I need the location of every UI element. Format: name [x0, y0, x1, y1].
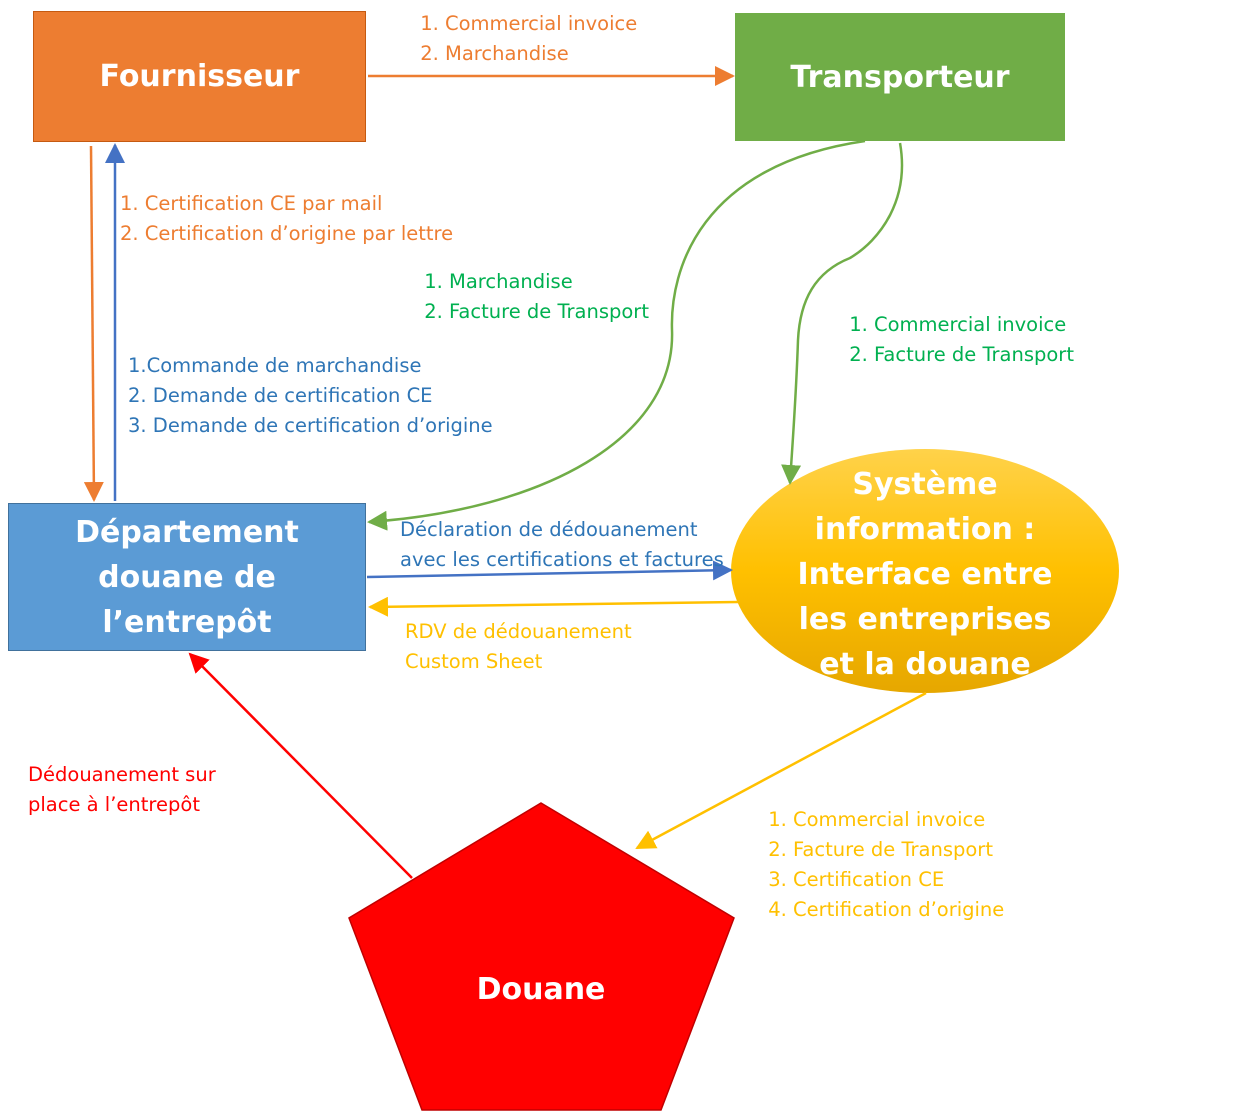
fournisseur-label: Fournisseur: [99, 59, 300, 94]
label-item: Marchandise: [445, 39, 637, 69]
arrow-transporteur-to-departement: [367, 139, 866, 531]
label-douane-to-departement: Dédouanement sur place à l’entrepôt: [28, 760, 216, 820]
label-systeme-to-departement: RDV de dédouanement Custom Sheet: [405, 617, 632, 677]
douane-node-shape: [348, 802, 735, 1111]
label-departement-to-fournisseur: 1.Commande de marchandise 2. Demande de …: [128, 351, 493, 441]
label-item: Certification CE: [793, 865, 1004, 895]
label-systeme-to-douane: Commercial invoice Facture de Transport …: [755, 805, 1004, 925]
label-item: Dédouanement sur: [28, 763, 216, 786]
systeme-label-line: et la douane: [819, 647, 1031, 682]
label-item: Déclaration de dédouanement: [400, 518, 698, 541]
arrow-douane-to-departement: [188, 652, 413, 879]
systeme-label-line: Interface entre: [797, 557, 1053, 592]
label-item: 1. Certification CE par mail: [120, 192, 383, 215]
label-item: RDV de dédouanement: [405, 620, 632, 643]
arrow-systeme-to-departement: [368, 596, 739, 617]
label-fournisseur-to-departement: 1. Certification CE par mail 2. Certific…: [120, 189, 453, 249]
arrow-systeme-to-douane: [635, 691, 927, 850]
label-item: place à l’entrepôt: [28, 793, 200, 816]
label-item: Commercial invoice: [874, 310, 1074, 340]
douane-node-label: Douane: [476, 972, 606, 1007]
departement-node: Département douane de l’entrepôt: [8, 503, 366, 651]
label-item: Commercial invoice: [445, 9, 637, 39]
label-transporteur-to-systeme: Commercial invoice Facture de Transport: [836, 310, 1074, 370]
systeme-node-shape: [731, 449, 1119, 693]
label-item: Commercial invoice: [793, 805, 1004, 835]
departement-label-line1: Département: [75, 514, 299, 550]
label-item: Marchandise: [449, 267, 649, 297]
systeme-label-line: les entreprises: [798, 602, 1052, 637]
label-item: Certification d’origine: [793, 895, 1004, 925]
label-item: Facture de Transport: [449, 297, 649, 327]
systeme-label-line: Système: [852, 467, 998, 502]
label-item: 3. Demande de certification d’origine: [128, 414, 493, 437]
label-departement-to-systeme: Déclaration de dédouanement avec les cer…: [400, 515, 724, 575]
systeme-node-label: Système information : Interface entre le…: [775, 462, 1075, 687]
label-fournisseur-to-transporteur: Commercial invoice Marchandise: [407, 9, 637, 69]
label-item: Facture de Transport: [793, 835, 1004, 865]
label-item: 2. Demande de certification CE: [128, 384, 433, 407]
arrow-departement-to-systeme: [366, 560, 733, 581]
systeme-label-line: information :: [814, 512, 1036, 547]
label-item: avec les certifications et factures: [400, 548, 724, 571]
transporteur-label: Transporteur: [790, 59, 1010, 95]
label-item: 2. Certification d’origine par lettre: [120, 222, 454, 245]
label-item: Custom Sheet: [405, 650, 543, 673]
label-item: Facture de Transport: [874, 340, 1074, 370]
departement-label-line2: douane de l’entrepôt: [98, 559, 276, 640]
arrow-fournisseur-to-departement: [83, 145, 104, 502]
arrow-transporteur-to-systeme: [781, 142, 904, 485]
label-transporteur-to-departement: Marchandise Facture de Transport: [411, 267, 649, 327]
label-item: 1.Commande de marchandise: [128, 354, 422, 377]
transporteur-node: Transporteur: [735, 13, 1065, 141]
fournisseur-node: Fournisseur: [33, 11, 366, 142]
